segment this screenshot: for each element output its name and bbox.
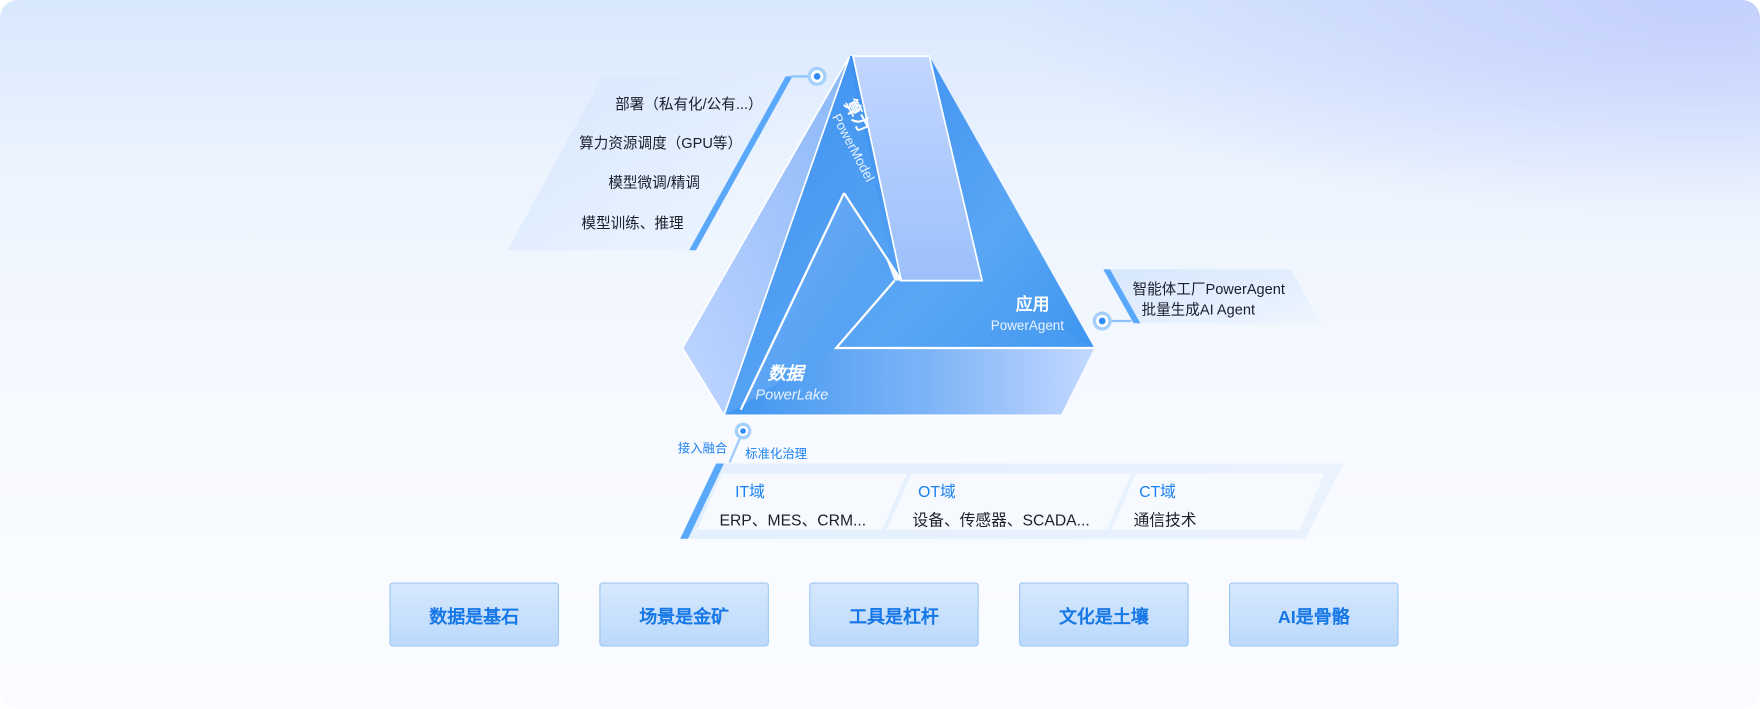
diagram-shape [1098, 317, 1106, 325]
data-connector-left-label: 接入融合 [677, 442, 728, 456]
diagram-shape [843, 192, 903, 282]
domain-title-it: IT域 [735, 482, 765, 501]
domain-card-ot-bg [886, 473, 1132, 530]
data-connector-right-label: 标准化治理 [745, 447, 808, 462]
domain-value-it: ERP、MES、CRM... [719, 510, 867, 529]
domain-value-ot: 设备、传感器、SCADA... [912, 510, 1090, 529]
compute-item: 部署（私有化/公有...） [615, 95, 763, 113]
compute-item: 算力资源调度（GPU等） [579, 134, 743, 152]
agent-panel-stripe [1103, 269, 1141, 324]
domain-card-ct-bg [1111, 473, 1325, 530]
triangle-inner-face [740, 193, 887, 410]
principle-button[interactable]: 工具是杠杆 [809, 582, 979, 647]
compute-panel-bg [507, 76, 792, 251]
domain-band-stripe [680, 463, 724, 539]
compute-item: 模型微调/精调 [608, 173, 700, 191]
impossible-triangle [681, 55, 1095, 418]
domain-title-ot: OT域 [918, 482, 956, 501]
agent-item: 批量生成AI Agent [1141, 300, 1256, 318]
principle-button[interactable]: 场景是金矿 [599, 582, 769, 647]
agent-panel-bg [1103, 269, 1322, 324]
data-subtitle: PowerLake [755, 388, 828, 404]
data-title: 数据 [768, 363, 807, 383]
principle-button[interactable]: 文化是土壤 [1019, 582, 1189, 647]
triangle-left-face [681, 55, 851, 418]
principle-button[interactable]: AI是骨骼 [1229, 582, 1399, 647]
diagram-shape [739, 192, 846, 411]
domain-value-ct: 通信技术 [1133, 510, 1197, 529]
domain-title-ct: CT域 [1139, 482, 1176, 501]
diagram-shape [851, 55, 984, 282]
compute-panel-stripe [689, 76, 793, 251]
diagram-shape [740, 428, 746, 434]
diagram-shape [813, 72, 821, 80]
triangle-bottom-face [723, 347, 1095, 416]
application-title: 应用 [1016, 294, 1050, 314]
diagram-shape [833, 279, 1095, 350]
compute-item: 模型训练、推理 [581, 214, 684, 232]
domain-card-it-bg [697, 473, 907, 530]
application-subtitle: PowerAgent [991, 318, 1065, 333]
principle-button[interactable]: 数据是基石 [389, 582, 559, 647]
agent-item: 智能体工厂PowerAgent [1132, 280, 1285, 298]
